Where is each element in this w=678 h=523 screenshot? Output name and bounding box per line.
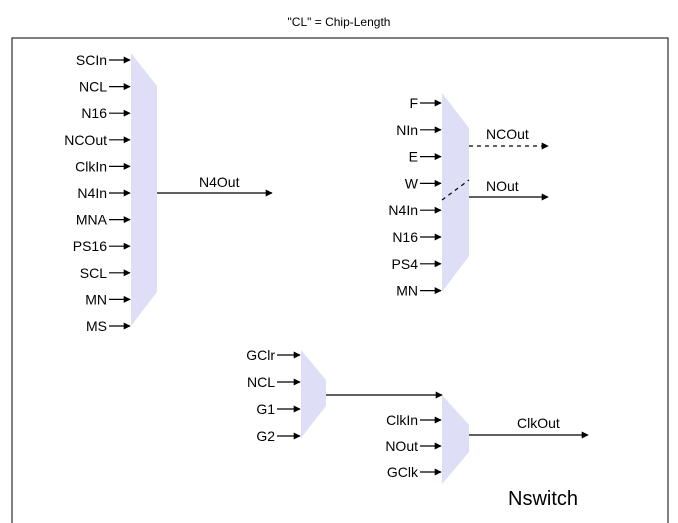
mux-c-input-label: GClr <box>246 347 275 363</box>
mux-b-output-ncout-label: NCOut <box>486 126 529 142</box>
mux-a-input-label: NCOut <box>64 132 107 148</box>
mux-a-input-label: NCL <box>79 79 107 95</box>
mux-a-input-label: PS16 <box>73 238 107 254</box>
mux-a-input-label: SCIn <box>76 52 107 68</box>
mux-a-input-label: MNA <box>76 212 108 228</box>
mux-a <box>131 53 157 326</box>
mux-b-internal-dashed <box>441 179 470 201</box>
mux-a-input-label: SCL <box>80 265 107 281</box>
mux-c-input-label: G1 <box>256 401 275 417</box>
mux-b-output-nout-label: NOut <box>486 178 519 194</box>
mux-b-input-label: NIn <box>396 122 418 138</box>
module-frame <box>11 37 669 523</box>
mux-b-input-label: E <box>409 149 418 165</box>
mux-b-input-label: N16 <box>392 229 418 245</box>
mux-b-input-label: PS4 <box>392 256 419 272</box>
mux-c-input-label: NCL <box>247 374 275 390</box>
mux-d-output-label: ClkOut <box>517 415 560 431</box>
mux-a-input-label: N4In <box>77 185 107 201</box>
mux-c <box>301 350 326 438</box>
mux-a-input-label: MS <box>86 318 107 334</box>
module-name: Nswitch <box>508 488 578 510</box>
mux-d <box>442 395 469 484</box>
mux-a-input-label: MN <box>85 291 107 307</box>
header-note: "CL" = Chip-Length <box>288 15 391 29</box>
mux-a-output-label: N4Out <box>199 174 240 190</box>
mux-d-input-label: NOut <box>385 438 418 454</box>
mux-b-input-label: N4In <box>388 202 418 218</box>
mux-b-input-label: F <box>409 95 418 111</box>
mux-b <box>442 93 469 292</box>
mux-b-input-label: MN <box>396 283 418 299</box>
mux-d-input-label: ClkIn <box>386 412 418 428</box>
mux-a-input-label: ClkIn <box>75 158 107 174</box>
mux-a-input-label: N16 <box>81 105 107 121</box>
mux-b-input-label: W <box>405 175 419 191</box>
mux-c-input-label: G2 <box>256 428 275 444</box>
mux-d-input-label: GClk <box>387 464 419 480</box>
